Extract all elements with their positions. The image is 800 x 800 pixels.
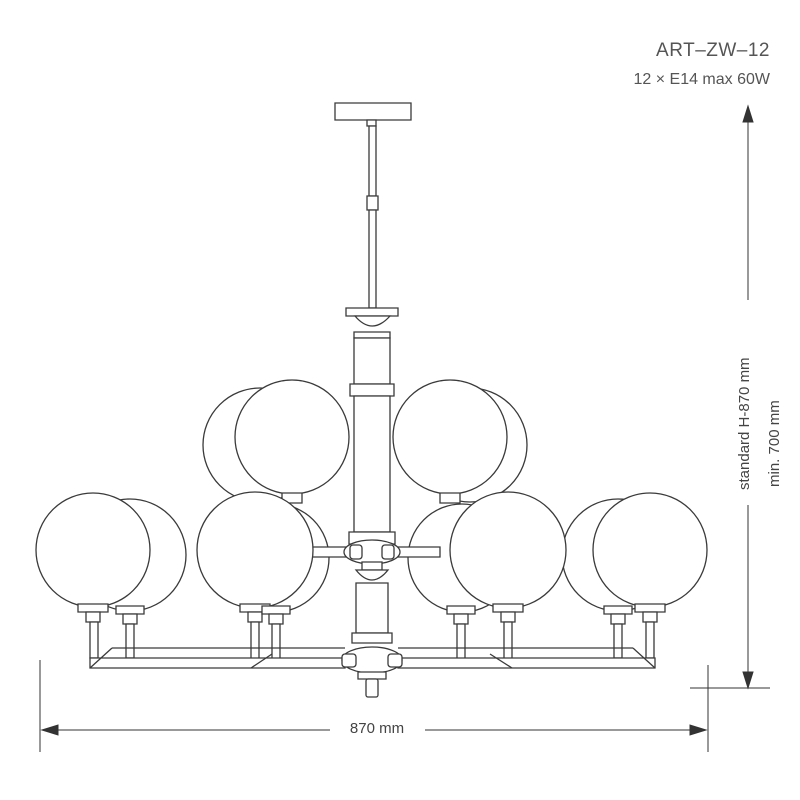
model-code: ART–ZW–12 [656, 40, 770, 61]
lower-column [352, 583, 392, 643]
height-dimension-line [690, 106, 770, 688]
lower-front-globes [36, 492, 707, 608]
central-column [349, 338, 395, 544]
lamp-holders [78, 604, 665, 624]
lower-hub [342, 647, 402, 697]
upper-collar [346, 308, 398, 338]
upper-hub [344, 540, 400, 580]
height-min-label: min. 700 mm [766, 400, 783, 487]
lower-arm-frame [90, 648, 655, 668]
suspension-rod [367, 126, 378, 308]
bulb-spec: 12 × E14 max 60W [633, 71, 770, 88]
ceiling-canopy [335, 103, 411, 126]
height-standard-label: standard H-870 mm [736, 357, 753, 490]
width-dimension-label: 870 mm [349, 720, 405, 737]
upper-front-globes [235, 380, 507, 503]
width-dimension-line [40, 660, 708, 752]
